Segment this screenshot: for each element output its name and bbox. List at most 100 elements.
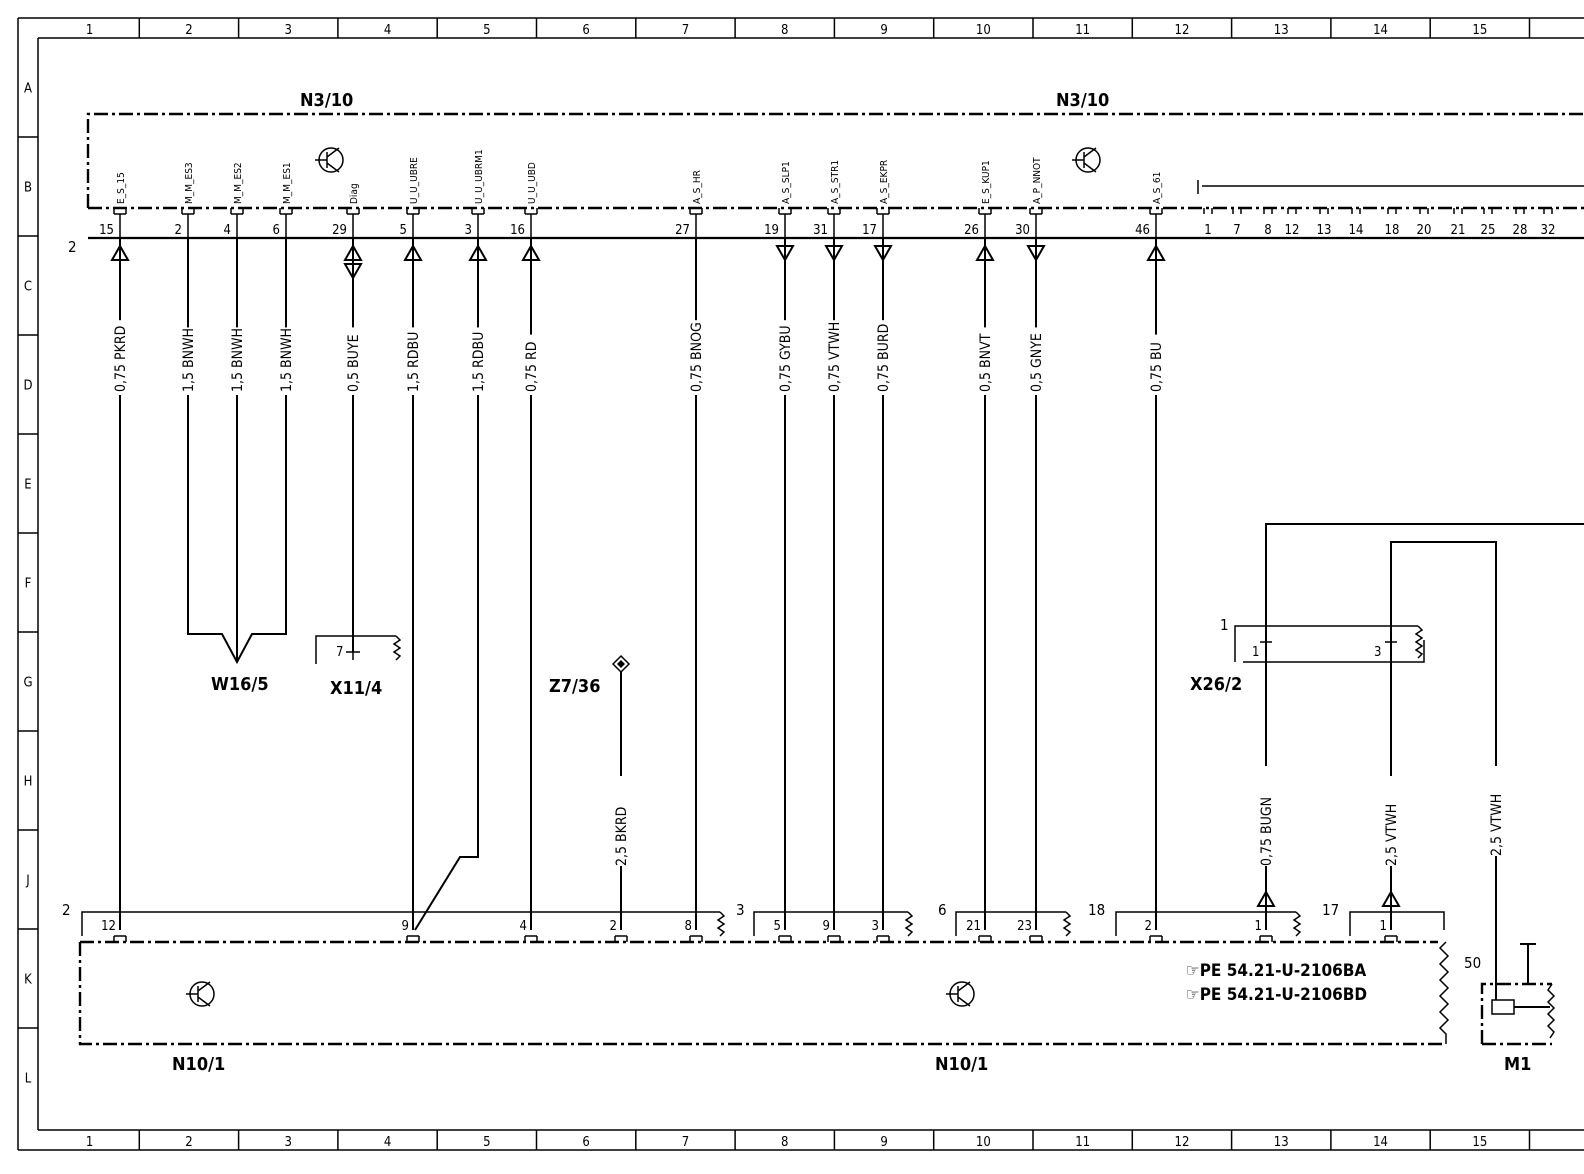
column-number: 9: [880, 1135, 887, 1150]
signal-name: A_S_SLP1: [781, 161, 792, 204]
column-number: 14: [1373, 23, 1388, 38]
column-number: 3: [285, 23, 292, 38]
row-letter: E: [24, 478, 31, 493]
connector-number: 17: [1322, 901, 1339, 919]
wire-label: 0,75 BU: [1149, 342, 1165, 392]
pin-number: 26: [964, 223, 979, 238]
pin-number: 25: [1481, 223, 1496, 238]
pin-number: 6: [273, 223, 280, 238]
pin-number: 5: [774, 919, 781, 934]
wire-label: 0,75 PKRD: [113, 326, 129, 392]
wire-label: 2,5 BKRD: [614, 807, 630, 866]
pin-number: 2: [175, 223, 182, 238]
pin-number: 8: [685, 919, 692, 934]
row-letter: J: [25, 874, 29, 889]
pin-number: 5: [400, 223, 407, 238]
pin-number: 21: [1451, 223, 1466, 238]
component-label-n10-1: N10/1: [172, 1054, 225, 1075]
connector-number: 6: [938, 901, 947, 919]
pin-number: 28: [1513, 223, 1528, 238]
pin-number: 23: [1017, 919, 1032, 934]
row-letter: H: [24, 775, 33, 790]
wire-label: 0,75 RD: [524, 342, 540, 392]
column-number: 8: [781, 1135, 788, 1150]
diagram-frame: [17, 17, 1584, 1151]
column-number: 7: [682, 23, 689, 38]
signal-name: U_U_UBD: [527, 162, 538, 204]
reference-text: ☞PE 54.21-U-2106BA: [1186, 961, 1366, 981]
column-number: 11: [1075, 23, 1090, 38]
pin-number: 2: [1145, 919, 1152, 934]
row-letter: C: [24, 280, 32, 295]
component-label-n3-10: N3/10: [1056, 90, 1109, 111]
pin-number: 13: [1317, 223, 1332, 238]
column-number: 13: [1274, 23, 1289, 38]
connector-number: 3: [736, 901, 745, 919]
pin-number: 15: [99, 223, 114, 238]
pin-number: 46: [1135, 223, 1150, 238]
pin-number: 9: [402, 919, 409, 934]
component-label-m1: M1: [1504, 1054, 1531, 1075]
signal-name: A_P_NNOT: [1032, 157, 1043, 204]
row-letter: K: [24, 973, 32, 988]
signal-name: U_U_UBRE: [409, 157, 420, 204]
column-number: 6: [582, 23, 589, 38]
column-number: 8: [781, 23, 788, 38]
wire-label: 2,5 VTWH: [1384, 804, 1400, 866]
n10-1-connectors: 2 3 6 18 17: [62, 901, 1445, 937]
pin-number: 30: [1015, 223, 1030, 238]
wire-label: 0,75 VTWH: [827, 322, 843, 392]
ground-point-w16-5: W16/5: [211, 674, 269, 695]
wire-label: 0,5 BUYE: [346, 334, 362, 392]
signal-name: E_S_15: [116, 172, 127, 204]
signal-name: A_S_HR: [692, 170, 703, 204]
pin-number: 3: [1374, 645, 1381, 660]
component-label-x11-4: X11/4: [330, 678, 382, 699]
pin-number: 20: [1417, 223, 1432, 238]
column-number: 9: [880, 23, 887, 38]
wire-label: 1,5 BNWH: [230, 328, 246, 392]
pin-number: 32: [1541, 223, 1556, 238]
electronic-module-icon: [315, 147, 344, 173]
column-number: 14: [1373, 1135, 1388, 1150]
signal-name: M_M_ES2: [233, 162, 244, 204]
column-number: 10: [976, 1135, 991, 1150]
wire-label: 1,5 BNWH: [279, 328, 295, 392]
column-number: 15: [1472, 23, 1487, 38]
column-number: 3: [285, 1135, 292, 1150]
signal-name: Diag: [349, 183, 360, 204]
pin-number: 31: [813, 223, 828, 238]
column-number: 6: [582, 1135, 589, 1150]
row-letter: F: [25, 577, 32, 592]
pin-number: 9: [823, 919, 830, 934]
control-unit-n10-1: N10/1 N10/1: [78, 940, 1450, 1075]
column-number: 5: [483, 1135, 490, 1150]
column-number: 13: [1274, 1135, 1289, 1150]
wire-label: 0,75 BUGN: [1259, 797, 1275, 866]
component-label-n10-1: N10/1: [935, 1054, 988, 1075]
control-unit-n3-10: N3/10 N3/10 2: [68, 90, 1584, 256]
row-letter: A: [24, 82, 32, 97]
column-number: 4: [384, 1135, 391, 1150]
pin-number: 50: [1464, 954, 1481, 972]
row-letter: G: [23, 676, 32, 691]
pin-number: 2: [610, 919, 617, 934]
signal-name: E_S_KUP1: [981, 160, 992, 204]
connector-number: 2: [62, 901, 71, 919]
electronic-module-icon: [186, 981, 215, 1007]
signal-name: M_M_ES3: [184, 162, 195, 204]
pin-number: 1: [1255, 919, 1262, 934]
column-number: 15: [1472, 1135, 1487, 1150]
pin-number: 4: [520, 919, 527, 934]
connector-number: 18: [1088, 901, 1105, 919]
wire-label: 0,75 BNOG: [689, 322, 705, 392]
pin-number: 18: [1385, 223, 1400, 238]
wire-label: 2,5 VTWH: [1489, 794, 1505, 856]
row-letter: L: [25, 1072, 32, 1087]
column-number: 12: [1175, 1135, 1190, 1150]
column-number: 2: [185, 1135, 192, 1150]
pin-number: 4: [224, 223, 231, 238]
